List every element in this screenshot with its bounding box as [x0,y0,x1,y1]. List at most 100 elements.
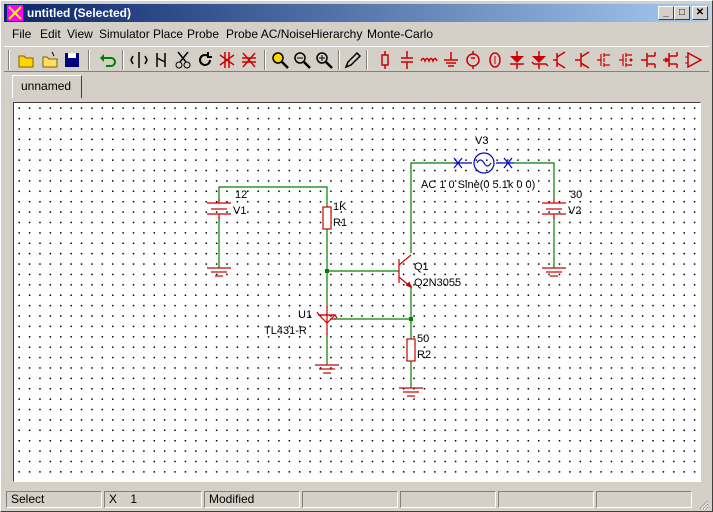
v1-value-label: 12 [235,189,248,201]
menu-bar: File Edit View Simulator Place Probe Pro… [4,25,709,44]
menu-simulator[interactable]: Simulator [99,27,150,41]
r1-value-label: 1K [333,201,347,213]
menu-place[interactable]: Place [153,27,184,41]
window-title: untitled (Selected) [27,6,132,20]
open-folder-icon[interactable] [16,50,36,70]
v3-value-label: AC 1 0 Sine(0 5.1k 0 0) [421,179,536,191]
cut-icon[interactable] [173,50,193,70]
menu-edit[interactable]: Edit [40,27,61,41]
resistor-icon[interactable] [375,50,395,70]
flip-icon[interactable] [151,50,171,70]
schematic-canvas[interactable]: 12 V1 1K R1 V3 AC 1 0 Sine(0 5.1k 0 0) 3… [13,102,701,482]
zoom-in-icon[interactable] [314,50,334,70]
v3-name-label: V3 [475,135,489,147]
status-x-label: X [109,492,118,506]
opamp-icon[interactable] [684,50,704,70]
minimize-button[interactable]: _ [658,6,674,20]
status-bar: Select X 1 Modified [4,490,709,510]
status-cell-7 [596,491,692,508]
pencil-icon[interactable] [343,50,363,70]
capacitor-icon[interactable] [397,50,417,70]
u1-symbol [316,306,338,335]
voltage-source-icon[interactable] [463,50,483,70]
npn-transistor-icon[interactable] [551,50,571,70]
delete-wire-icon[interactable] [217,50,237,70]
ground-symbols [207,267,566,397]
wire-collector-v3 [410,162,454,253]
status-mode: Select [6,491,102,508]
mirror-icon[interactable] [129,50,149,70]
toolbar-separator [264,50,266,70]
status-state: Modified [204,491,300,508]
menu-view[interactable]: View [67,27,93,41]
zoom-out-icon[interactable] [292,50,312,70]
save-icon[interactable] [62,50,82,70]
tab-unnamed[interactable]: unnamed [12,75,82,98]
q1-name-label: Q1 [414,261,429,273]
v2-value-label: 30 [570,189,583,201]
status-cell-4 [302,491,398,508]
toolbar [4,46,709,72]
new-file-icon[interactable] [40,50,60,70]
toolbar-separator [88,50,90,70]
jfet-icon[interactable] [639,50,659,70]
inductor-icon[interactable] [419,50,439,70]
diode-icon[interactable] [507,50,527,70]
pnp-transistor-icon[interactable] [573,50,593,70]
q1-model-label: Q2N3055 [414,277,462,289]
toolbar-separator [122,50,124,70]
resize-grip-icon[interactable] [697,498,709,510]
delete-component-icon[interactable] [239,50,259,70]
toolbar-grip [8,50,10,70]
ground-icon[interactable] [441,50,461,70]
status-cell-5 [400,491,496,508]
status-x-value: 1 [130,492,138,506]
status-coordinate: X 1 [104,491,202,508]
junction-dot [409,317,413,321]
undo-icon[interactable] [98,50,118,70]
schematic-drawing [207,152,566,397]
u1-model-label: TL431-R [264,325,307,337]
v2-name-label: V2 [568,205,582,217]
zener-icon[interactable] [529,50,549,70]
r2-value-label: 50 [417,333,430,345]
ground-icon [399,387,423,397]
toolbar-separator [366,50,368,70]
pmos-icon[interactable] [617,50,637,70]
app-icon [7,5,23,21]
jfet-p-icon[interactable] [661,50,681,70]
v3-symbol [453,152,514,174]
r2-name-label: R2 [417,349,432,361]
menu-file[interactable]: File [12,27,32,41]
q1-symbol [398,254,413,289]
v1-symbol [207,199,231,219]
wire-v3-v2 [514,162,555,198]
r1-symbol [322,206,332,230]
ground-icon [207,267,231,277]
r2-symbol [406,338,416,362]
wire-v1-r1 [218,186,328,207]
toolbar-separator [338,50,340,70]
nmos-icon[interactable] [595,50,615,70]
zoom-fit-icon[interactable] [270,50,290,70]
wires [218,162,555,388]
ground-icon [315,364,339,374]
u1-name-label: U1 [298,309,313,321]
r1-name-label: R1 [333,217,348,229]
menu-probe[interactable]: Probe [187,27,220,41]
menu-probe-ac-noise[interactable]: Probe AC/Noise [226,27,312,41]
v1-name-label: V1 [233,205,247,217]
v2-symbol [542,198,566,219]
title-bar[interactable]: untitled (Selected) _ □ ✕ [4,4,709,22]
rotate-icon[interactable] [195,50,215,70]
menu-monte-carlo[interactable]: Monte-Carlo [367,27,434,41]
document-tabs: unnamed [4,74,709,98]
ground-icon [542,267,566,277]
junction-dot [325,269,329,273]
status-cell-6 [498,491,594,508]
current-source-icon[interactable] [485,50,505,70]
maximize-button[interactable]: □ [674,6,690,20]
menu-hierarchy[interactable]: Hierarchy [311,27,363,41]
close-button[interactable]: ✕ [692,6,708,20]
